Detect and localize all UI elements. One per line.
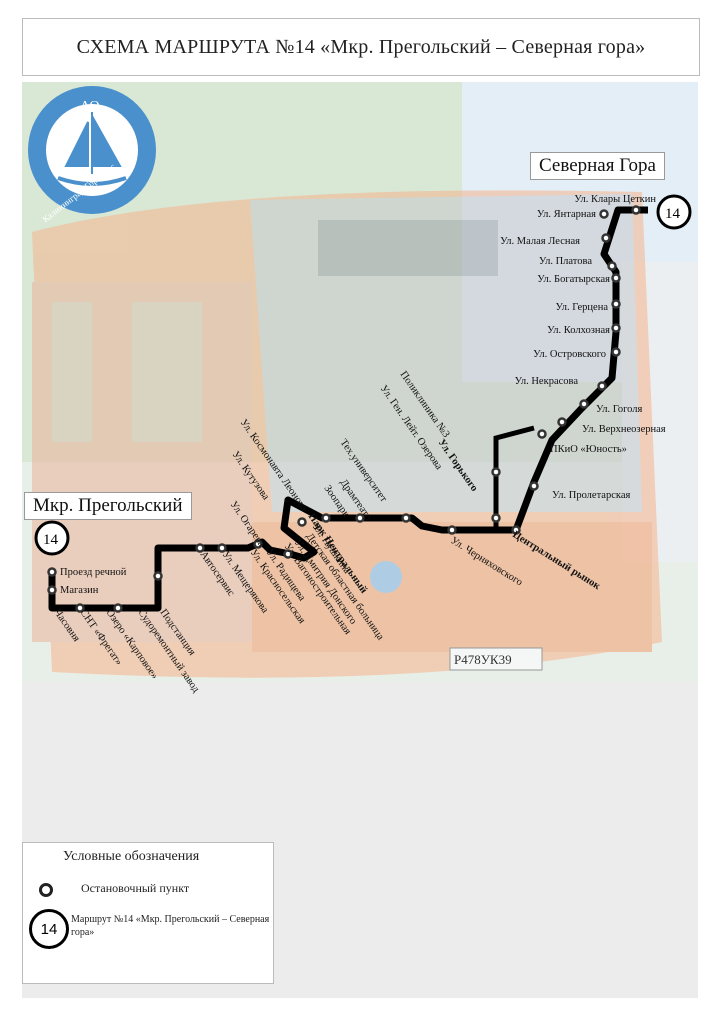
- legend-route-label: Маршрут №14 «Мкр. Прегольский – Северная…: [71, 914, 270, 938]
- stop-label: Ул. Янтарная: [537, 209, 596, 220]
- stop-marker[interactable]: [355, 513, 365, 523]
- stop-label: Ул. Гоголя: [596, 404, 643, 415]
- stop-marker[interactable]: [557, 417, 567, 427]
- svg-text:14: 14: [43, 532, 59, 548]
- route-line: [48, 206, 648, 612]
- stop-marker[interactable]: [113, 603, 123, 613]
- stop-marker[interactable]: [579, 399, 589, 409]
- stop-label: Ул. Некрасова: [515, 376, 579, 387]
- stop-label: Ул. Платова: [539, 256, 592, 267]
- stop-label: ПКиО «Юность»: [550, 444, 627, 455]
- legend-stop-label: Остановочный пункт: [81, 881, 190, 895]
- logo-top-text: АО: [80, 99, 100, 114]
- stop-marker[interactable]: [537, 429, 547, 439]
- route-badge-north: 14: [656, 194, 692, 230]
- west-stop-labels: Проезд речной Магазин: [60, 567, 127, 596]
- stop-marker[interactable]: [321, 513, 331, 523]
- stop-point-icon: [39, 883, 53, 897]
- stop-marker[interactable]: [611, 299, 621, 309]
- route-branch: [493, 425, 535, 530]
- stop-marker[interactable]: [195, 543, 205, 553]
- stop-marker[interactable]: [153, 571, 163, 581]
- stop-marker[interactable]: [283, 549, 293, 559]
- legend-route-badge: 14: [29, 909, 69, 949]
- stop-label: Ул. Верхнеозерная: [582, 424, 666, 435]
- east-stop-labels-right: Ул. Гоголя Ул. Верхнеозерная ПКиО «Юност…: [550, 404, 666, 501]
- sailboat-icon: [64, 112, 122, 174]
- stop-marker[interactable]: [253, 539, 263, 549]
- stop-marker[interactable]: [401, 513, 411, 523]
- stop-marker[interactable]: [491, 467, 501, 477]
- route-badge-south: 14: [34, 520, 70, 556]
- stop-marker[interactable]: [47, 585, 57, 595]
- stop-marker[interactable]: [599, 209, 609, 219]
- stop-marker[interactable]: [597, 381, 607, 391]
- stop-label: Магазин: [60, 585, 99, 596]
- legend: Условные обозначения Остановочный пункт …: [22, 842, 274, 984]
- svg-text:14: 14: [665, 206, 681, 222]
- terminus-south: Мкр. Прегольский: [24, 492, 192, 520]
- east-stop-labels: Ул. Клары Цеткин Ул. Янтарная Ул. Малая …: [500, 194, 656, 387]
- stop-marker[interactable]: [631, 205, 641, 215]
- stop-marker[interactable]: [47, 567, 57, 577]
- stop-label: Проезд речной: [60, 567, 127, 578]
- stop-marker[interactable]: [611, 347, 621, 357]
- stop-label: Ул. Пролетарская: [552, 490, 630, 501]
- legend-title: Условные обозначения: [63, 849, 200, 864]
- stop-marker[interactable]: [511, 525, 521, 535]
- stop-marker[interactable]: [601, 233, 611, 243]
- stop-marker[interactable]: [297, 517, 307, 527]
- stop-marker[interactable]: [529, 481, 539, 491]
- stop-label: Ул. Богатырская: [537, 274, 610, 285]
- terminus-north: Северная Гора: [530, 152, 665, 180]
- stop-marker[interactable]: [447, 525, 457, 535]
- stop-marker[interactable]: [491, 513, 501, 523]
- stop-marker[interactable]: [217, 543, 227, 553]
- stop-marker[interactable]: [75, 603, 85, 613]
- stop-label: Ул. Малая Лесная: [500, 236, 580, 247]
- map-panel: Р478УК39 АО Калининград-ГорТранс: [22, 82, 698, 998]
- stop-label: Ул. Герцена: [556, 302, 609, 313]
- stop-marker[interactable]: [607, 261, 617, 271]
- stop-label: Ул. Клары Цеткин: [574, 194, 656, 205]
- route-map: Р478УК39 АО Калининград-ГорТранс: [22, 82, 698, 998]
- bus-plate: Р478УК39: [454, 652, 512, 667]
- company-logo: АО Калининград-ГорТранс: [28, 86, 156, 224]
- stop-marker[interactable]: [611, 323, 621, 333]
- stop-label: Ул. Островского: [533, 349, 606, 360]
- stop-marker[interactable]: [611, 273, 621, 283]
- stop-label: Ул. Колхозная: [547, 325, 610, 336]
- page-title: СХЕМА МАРШРУТА №14 «Мкр. Прегольский – С…: [22, 18, 700, 76]
- stop-markers: [47, 205, 641, 613]
